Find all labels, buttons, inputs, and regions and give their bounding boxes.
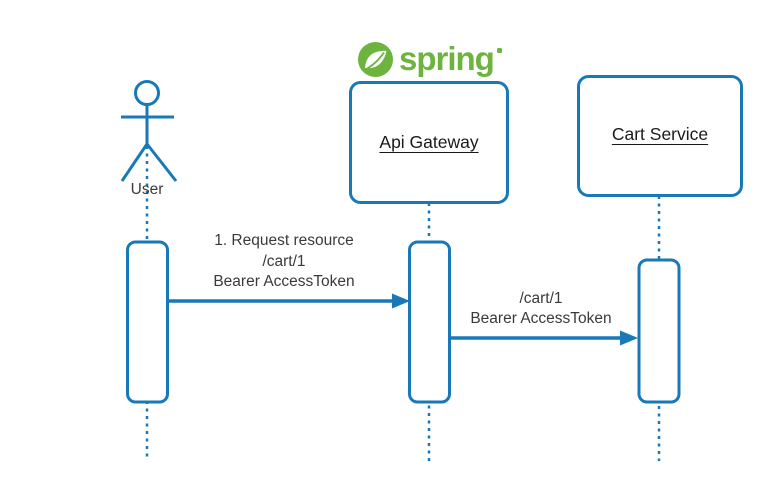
message-2-arrowhead-icon (620, 330, 638, 346)
api-gateway-label-box: Api Gateway (350, 82, 508, 202)
cart-service-label: Cart Service (611, 123, 709, 144)
api-gateway-box (349, 81, 509, 204)
actor-head (134, 80, 160, 106)
message-2-line-1: /cart/1 (519, 290, 563, 307)
user-activation-bar (126, 240, 169, 404)
message-1-line-2: /cart/1 (262, 252, 306, 270)
message-1-line-3: Bearer AccessToken (213, 273, 355, 290)
message-1-arrowhead-icon (392, 293, 410, 309)
message-2-label: /cart/1 Bearer AccessToken (421, 289, 661, 329)
cart-service-label-box: Cart Service (578, 74, 742, 194)
message-1-label: 1. Request resource /cart/1 Bearer Acces… (164, 231, 404, 293)
message-2-arrow (449, 330, 638, 346)
api-gateway-activation-bar (408, 240, 451, 404)
message-1-line-1: 1. Request resource (214, 232, 354, 249)
message-2-line-2: Bearer AccessToken (470, 310, 612, 327)
spring-leaf-icon (358, 41, 393, 77)
actor-legs (120, 143, 178, 182)
spring-logo: spring (358, 40, 502, 78)
user-actor-icon (120, 80, 178, 182)
api-gateway-label: Api Gateway (379, 131, 479, 152)
cart-service-activation-bar (637, 258, 681, 404)
message-1-arrow (167, 293, 410, 309)
spring-brand-text: spring (399, 40, 495, 77)
cart-service-box (577, 75, 743, 197)
trademark-dot-icon (496, 48, 502, 53)
user-actor-label: User (130, 181, 164, 198)
